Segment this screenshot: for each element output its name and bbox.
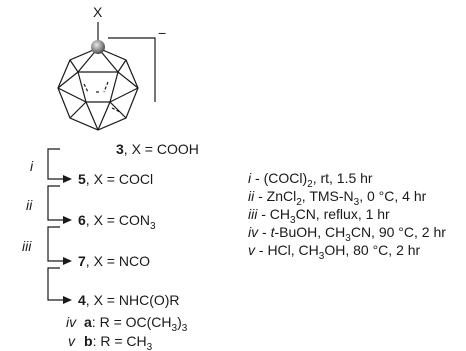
- step-label-i: i: [30, 158, 34, 174]
- compound-list: 3, X = COOH 5, X = COCl 6, X = CON3 7, X…: [66, 141, 199, 351]
- compound-5: 5, X = COCl: [78, 171, 153, 187]
- conditions-list: i - (COCl)2, rt, 1.5 hr ii - ZnCl2, TMS-…: [248, 170, 446, 262]
- charge-bracket: [108, 37, 156, 102]
- reaction-ladder: i ii iii: [22, 148, 72, 304]
- arrowhead-final: [63, 296, 72, 304]
- step-bracket-final: [47, 267, 64, 301]
- condition-v: v - HCl, CH3OH, 80 °C, 2 hr: [248, 242, 421, 262]
- compound-6: 6, X = CON3: [78, 212, 156, 232]
- step-bracket-ii: [47, 185, 64, 221]
- carborane-cage: X −: [57, 4, 166, 131]
- compound-3: 3, X = COOH: [116, 141, 199, 157]
- condition-ii: ii - ZnCl2, TMS-N3, 0 °C, 4 hr: [248, 188, 427, 208]
- condition-i: i - (COCl)2, rt, 1.5 hr: [248, 170, 373, 190]
- condition-iv: iv - t-BuOH, CH3CN, 90 °C, 2 hr: [248, 224, 446, 244]
- condition-iii: iii - CH3CN, reflux, 1 hr: [248, 206, 390, 226]
- arrowhead-i: [63, 175, 72, 183]
- carbon-atom: [91, 40, 105, 54]
- substituent-label: X: [93, 4, 103, 20]
- step-bracket-iii: [47, 226, 64, 262]
- charge-label: −: [158, 25, 166, 41]
- compound-4: 4, X = NHC(O)R: [78, 292, 180, 308]
- arrowhead-iii: [63, 257, 72, 265]
- step-bracket-i: [47, 148, 64, 180]
- step-label-ii: ii: [26, 197, 33, 213]
- step-label-iii: iii: [22, 238, 32, 254]
- compound-7: 7, X = NCO: [78, 253, 150, 269]
- arrowhead-ii: [63, 216, 72, 224]
